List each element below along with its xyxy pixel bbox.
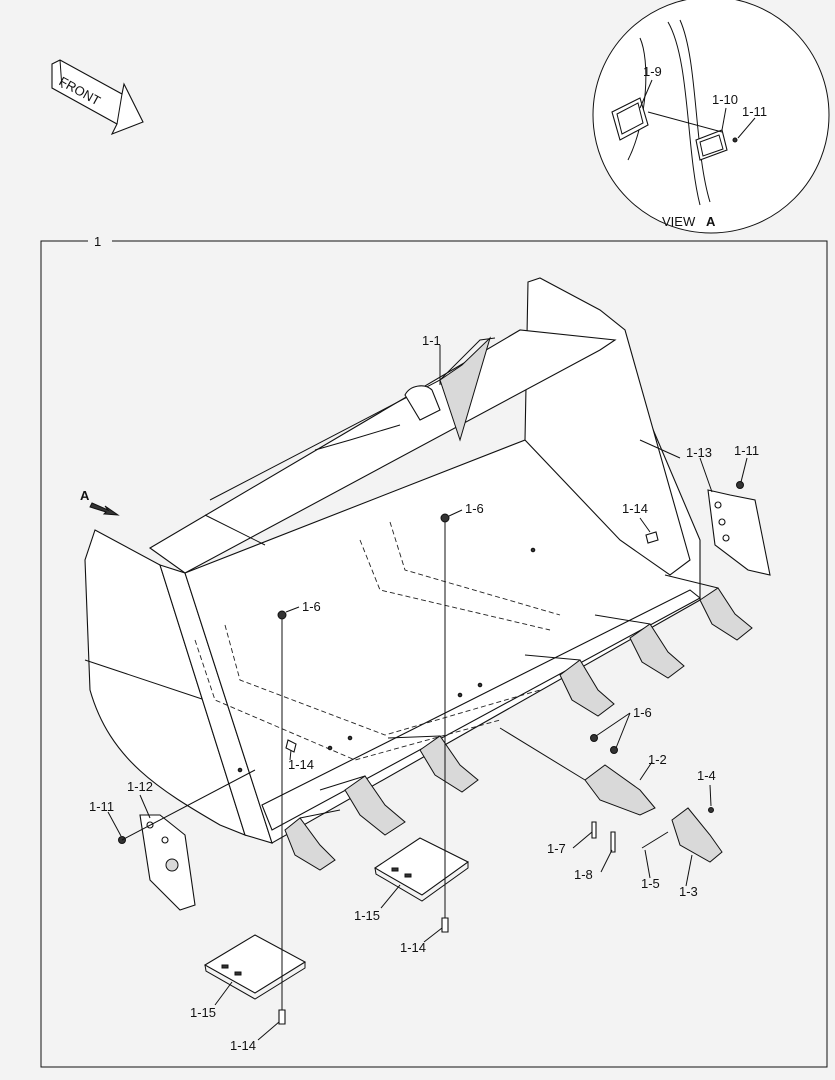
exploded-adapter-1-2 [499, 727, 656, 816]
tooth-2 [319, 775, 406, 836]
tooth-5 [594, 614, 685, 679]
plate-1-10 [695, 129, 728, 161]
label-1-10: 1-10 [712, 92, 738, 107]
view-letter: A [706, 214, 716, 229]
label-1-9: 1-9 [643, 64, 662, 79]
label-1-14-left: 1-14 [288, 757, 314, 772]
label-1-14-b: 1-14 [230, 1038, 256, 1053]
side-shroud-1-13 [707, 481, 771, 576]
callout-labels: 1 VIEW A 1-9 1-10 1-11 1-1 1-13 1-11 1-1… [89, 64, 767, 1053]
rivet-1-11 [732, 137, 738, 143]
tooth-4 [524, 654, 615, 717]
exploded-tooth-1-3 [641, 807, 723, 863]
label-1-6-top: 1-6 [465, 501, 484, 516]
label-1-12: 1-12 [127, 779, 153, 794]
label-1-14-a: 1-14 [400, 940, 426, 955]
label-1-4: 1-4 [697, 768, 716, 783]
label-1-13: 1-13 [686, 445, 712, 460]
label-1-8: 1-8 [574, 867, 593, 882]
wear-plate-1-15-a [373, 837, 470, 902]
nut-1-11-right [736, 481, 744, 489]
label-1-1: 1-1 [422, 333, 441, 348]
bolt-leaders [277, 513, 659, 1025]
label-1-11-view: 1-11 [742, 104, 767, 119]
tooth-1 [284, 809, 341, 871]
leader-lines [107, 79, 756, 1041]
view-arrow-letter: A [80, 488, 90, 503]
label-1-11-right: 1-11 [734, 443, 759, 458]
label-1-14-right: 1-14 [622, 501, 648, 516]
wear-plate-1-15-b [203, 934, 307, 1000]
label-1-11-left: 1-11 [89, 799, 114, 814]
plate-1-9 [611, 97, 649, 141]
tooth-3 [387, 735, 479, 793]
view-label: VIEW [662, 214, 696, 229]
label-frame-number: 1 [94, 234, 101, 249]
tooth-6 [664, 574, 753, 641]
label-1-3: 1-3 [679, 884, 698, 899]
frame-border [40, 240, 828, 1068]
front-arrow: FRONT [51, 59, 144, 136]
view-arrow-a: A [80, 488, 120, 516]
bolts-1-7-1-8 [590, 734, 618, 853]
label-1-15-a: 1-15 [354, 908, 380, 923]
label-1-2: 1-2 [648, 752, 667, 767]
label-1-7: 1-7 [547, 841, 566, 856]
label-1-6-right: 1-6 [633, 705, 652, 720]
label-1-5: 1-5 [641, 876, 660, 891]
side-shroud-1-12 [118, 769, 256, 911]
bucket-body [84, 277, 701, 844]
label-1-6-left: 1-6 [302, 599, 321, 614]
teeth-row [284, 574, 753, 871]
view-a-detail [592, 0, 830, 234]
label-1-15-b: 1-15 [190, 1005, 216, 1020]
